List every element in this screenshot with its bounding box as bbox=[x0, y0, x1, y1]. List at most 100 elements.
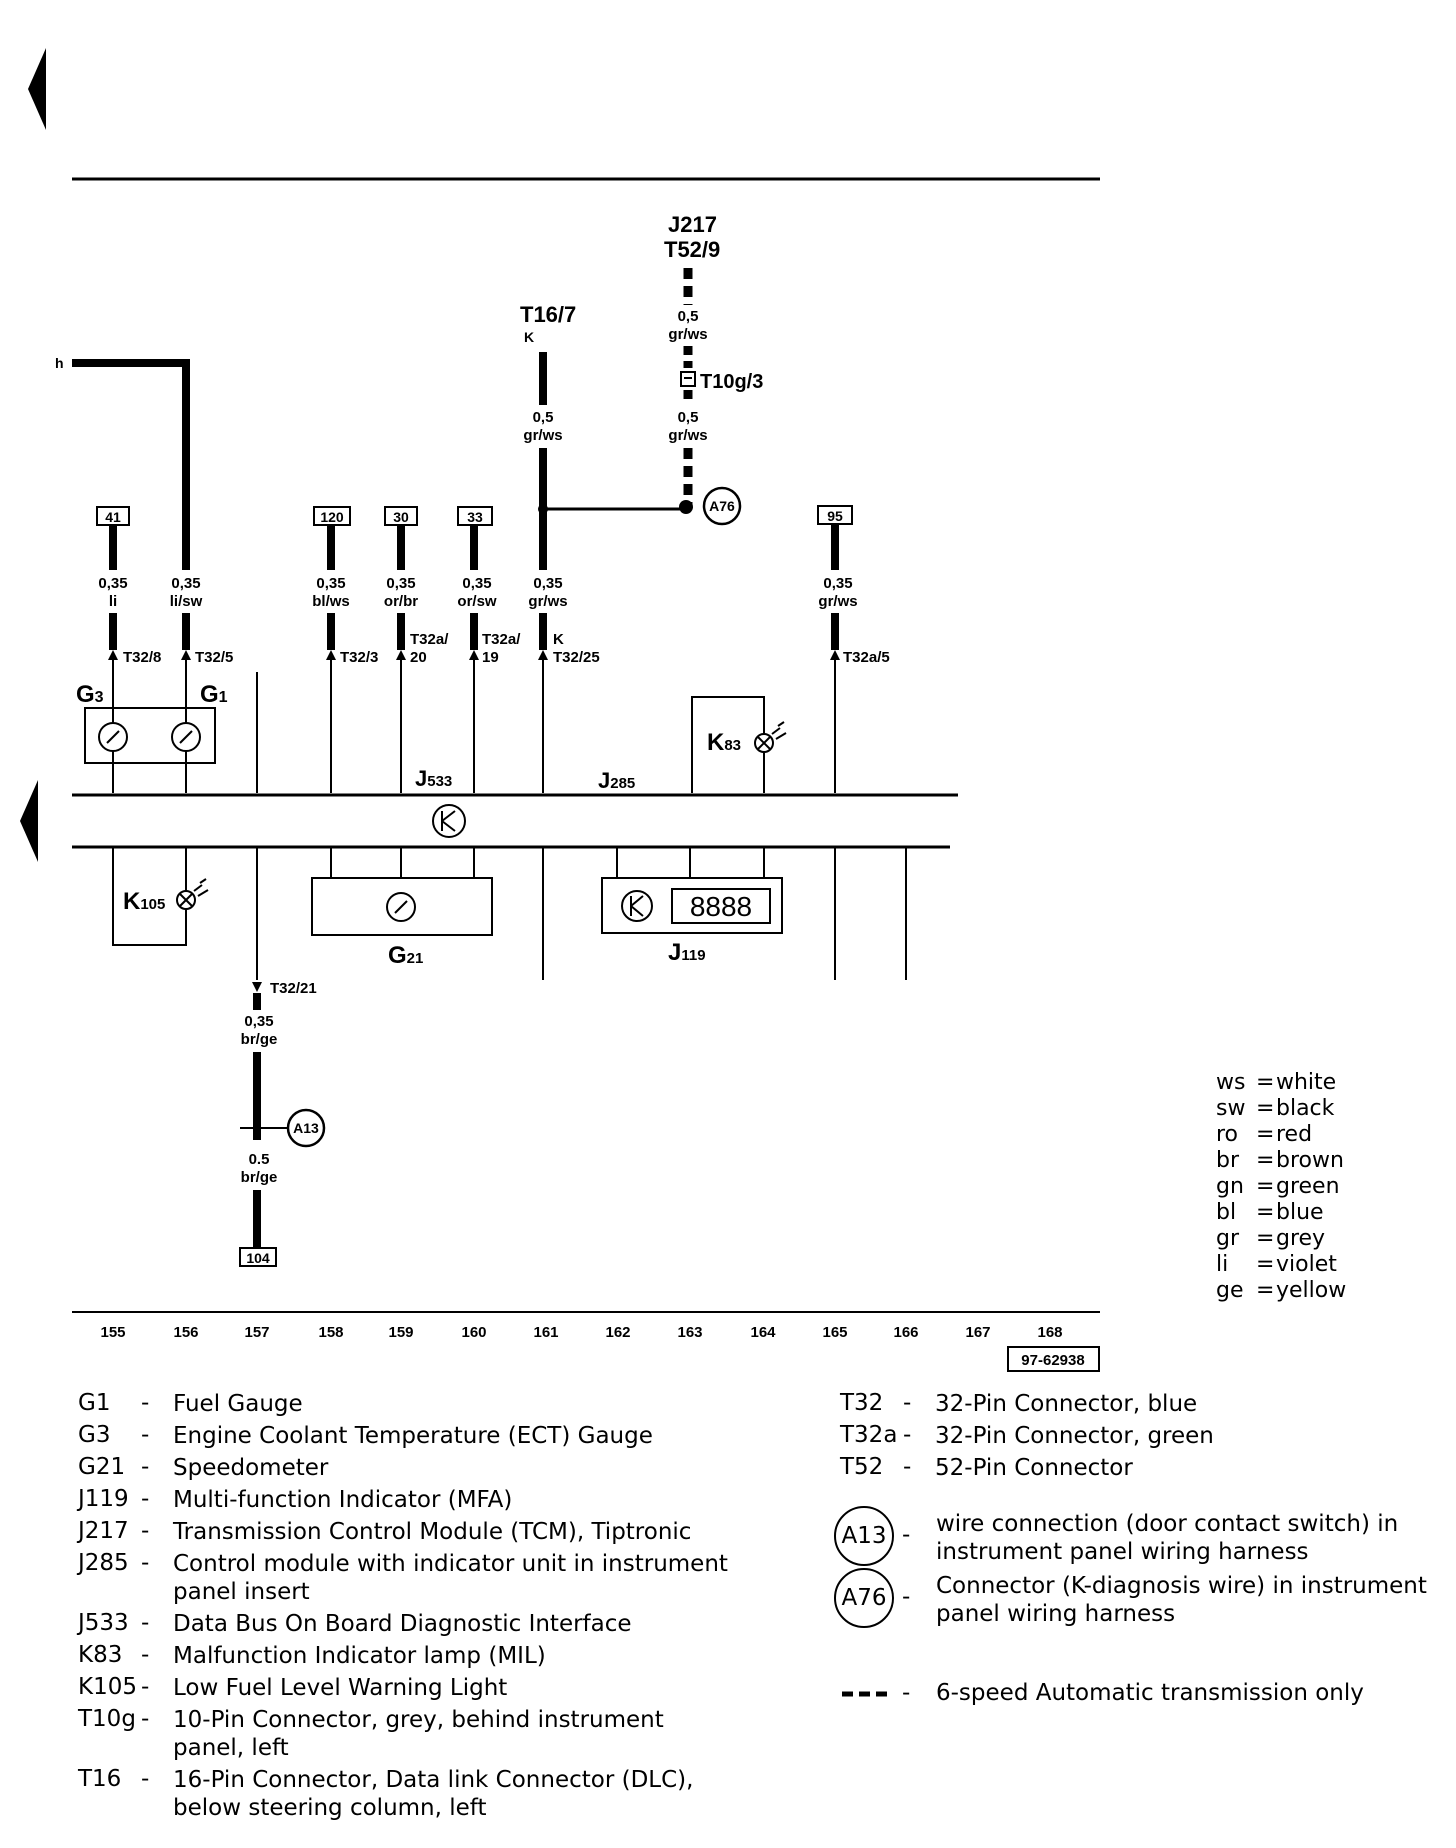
page-back-arrow-middle[interactable] bbox=[20, 780, 38, 862]
color-code-row: li=violet bbox=[1216, 1252, 1346, 1278]
color-code: gr bbox=[1216, 1226, 1240, 1251]
pin-arrows bbox=[108, 650, 840, 660]
legend-desc: Data Bus On Board Diagnostic Interface bbox=[173, 1610, 632, 1638]
t10g-3-label: T10g/3 bbox=[700, 371, 763, 393]
speedometer-box-g21 bbox=[311, 877, 493, 936]
color-code: ge bbox=[1216, 1278, 1244, 1303]
pin-arrow-165 bbox=[830, 650, 840, 660]
color-name: red bbox=[1276, 1122, 1313, 1147]
k105-sub: 105 bbox=[140, 896, 165, 913]
gauge-needle-g1 bbox=[179, 730, 193, 744]
wire-156-color: li/sw bbox=[170, 593, 203, 610]
pin-t32-25: T32/25 bbox=[553, 649, 600, 666]
color-code: br bbox=[1216, 1148, 1240, 1173]
wire-labels-row: 0,35 li 0,35 li/sw 0,35 bl/ws 0,35 or/br… bbox=[98, 575, 857, 610]
legend-desc-line2: below steering column, left bbox=[173, 1795, 487, 1821]
figure-id: 97-62938 bbox=[1021, 1352, 1084, 1369]
track-156: 156 bbox=[173, 1324, 198, 1341]
legend-desc-line1: 16-Pin Connector, Data link Connector (D… bbox=[173, 1767, 694, 1793]
wire-159-size: 0,35 bbox=[386, 575, 415, 592]
legend-desc: Fuel Gauge bbox=[173, 1390, 303, 1418]
wire-j217-lower-size: 0,5 bbox=[678, 409, 699, 426]
legend-dash: - bbox=[141, 1610, 150, 1636]
color-code: ro bbox=[1216, 1122, 1239, 1147]
pin-arrow-161 bbox=[538, 650, 548, 660]
track-162: 162 bbox=[605, 1324, 630, 1341]
color-equals: = bbox=[1256, 1148, 1275, 1173]
color-equals: = bbox=[1256, 1200, 1275, 1225]
legend-splice-a13-desc: wire connection (door contact switch) in… bbox=[936, 1510, 1398, 1566]
color-code: bl bbox=[1216, 1200, 1237, 1225]
color-equals: = bbox=[1256, 1252, 1275, 1277]
legend-code: T52 bbox=[840, 1454, 884, 1480]
color-code: li bbox=[1216, 1252, 1229, 1277]
relay-box-41-label: 41 bbox=[105, 509, 121, 525]
legend-splice-a76-symbol: A76 bbox=[834, 1568, 894, 1628]
color-name: blue bbox=[1276, 1200, 1324, 1225]
track-168: 168 bbox=[1037, 1324, 1062, 1341]
track-167: 167 bbox=[965, 1324, 990, 1341]
t16-k-label: K bbox=[524, 329, 534, 345]
legend-dashed-desc: 6-speed Automatic transmission only bbox=[936, 1680, 1364, 1706]
t52-9-label: T52/9 bbox=[664, 237, 720, 262]
track-165: 165 bbox=[822, 1324, 847, 1341]
legend-desc-line1: Engine Coolant Temperature (ECT) Gauge bbox=[173, 1423, 653, 1449]
legend-desc-line1: Control module with indicator unit in in… bbox=[173, 1551, 728, 1577]
legend-splice-a13-line1: wire connection (door contact switch) in bbox=[936, 1511, 1399, 1537]
track-160: 160 bbox=[461, 1324, 486, 1341]
wire-j217-upper-color: gr/ws bbox=[668, 326, 707, 343]
track-159: 159 bbox=[388, 1324, 413, 1341]
legend-desc: Transmission Control Module (TCM), Tiptr… bbox=[173, 1518, 691, 1546]
k83-sub: 83 bbox=[724, 737, 741, 754]
legend-desc: 32-Pin Connector, green bbox=[935, 1422, 1214, 1450]
wire-165-color: gr/ws bbox=[818, 593, 857, 610]
pin-arrow-158 bbox=[326, 650, 336, 660]
page-back-arrow-top[interactable] bbox=[28, 48, 46, 130]
legend-splice-a13-line2: instrument panel wiring harness bbox=[936, 1539, 1309, 1565]
color-code-row: ws=white bbox=[1216, 1070, 1346, 1096]
color-code-row: ge=yellow bbox=[1216, 1278, 1346, 1304]
j119-sub: 119 bbox=[681, 947, 705, 964]
j119-label: J119 bbox=[668, 939, 706, 966]
wire-158-size: 0,35 bbox=[316, 575, 345, 592]
legend-dashed-dash: - bbox=[902, 1680, 911, 1706]
legend-desc: Engine Coolant Temperature (ECT) Gauge bbox=[173, 1422, 653, 1450]
wire-157-lower-size: 0.5 bbox=[249, 1151, 270, 1168]
relay-box-33-label: 33 bbox=[467, 509, 483, 525]
color-name: brown bbox=[1276, 1148, 1344, 1173]
wire-161-color: gr/ws bbox=[528, 593, 567, 610]
legend-desc-line1: Speedometer bbox=[173, 1455, 329, 1481]
splice-a13[interactable] bbox=[286, 1108, 326, 1148]
color-code-row: bl =blue bbox=[1216, 1200, 1346, 1226]
legend-desc: Speedometer bbox=[173, 1454, 328, 1482]
j285-label: J285 bbox=[598, 768, 635, 793]
color-name: white bbox=[1276, 1070, 1337, 1095]
wire-155-color: li bbox=[109, 593, 117, 610]
wire-157-upper-color: br/ge bbox=[241, 1031, 278, 1048]
color-name: black bbox=[1276, 1096, 1335, 1121]
legend-dash: - bbox=[903, 1454, 912, 1480]
track-numbers: 155 156 157 158 159 160 161 162 163 164 … bbox=[100, 1324, 1062, 1341]
pin-t32a-20-a: T32a/ bbox=[410, 631, 449, 648]
color-name: grey bbox=[1276, 1226, 1326, 1251]
legend-desc: 52-Pin Connector bbox=[935, 1454, 1133, 1482]
junction-dot-a76 bbox=[679, 500, 693, 514]
legend-code: J217 bbox=[78, 1518, 129, 1544]
pin-labels: T32/8 T32/5 T32/3 T32a/ 20 T32a/ 19 K T3… bbox=[123, 631, 890, 666]
splice-a76[interactable] bbox=[702, 486, 742, 526]
legend-desc-line1: Low Fuel Level Warning Light bbox=[173, 1675, 508, 1701]
legend-desc-line1: 32-Pin Connector, blue bbox=[935, 1391, 1198, 1417]
pin-t32a-19-a: T32a/ bbox=[482, 631, 521, 648]
g3-sub: 3 bbox=[95, 689, 104, 706]
pin-t32a-19-b: 19 bbox=[482, 649, 499, 666]
mfa-display bbox=[671, 888, 771, 924]
gauge-needle-g3 bbox=[106, 730, 120, 744]
t16-7-label: T16/7 bbox=[520, 302, 576, 327]
transistor-icon-j533 bbox=[432, 804, 466, 838]
legend-desc-line1: 10-Pin Connector, grey, behind instrumen… bbox=[173, 1707, 664, 1733]
legend-desc-line2: panel insert bbox=[173, 1579, 310, 1605]
legend-desc-line1: 32-Pin Connector, green bbox=[935, 1423, 1214, 1449]
